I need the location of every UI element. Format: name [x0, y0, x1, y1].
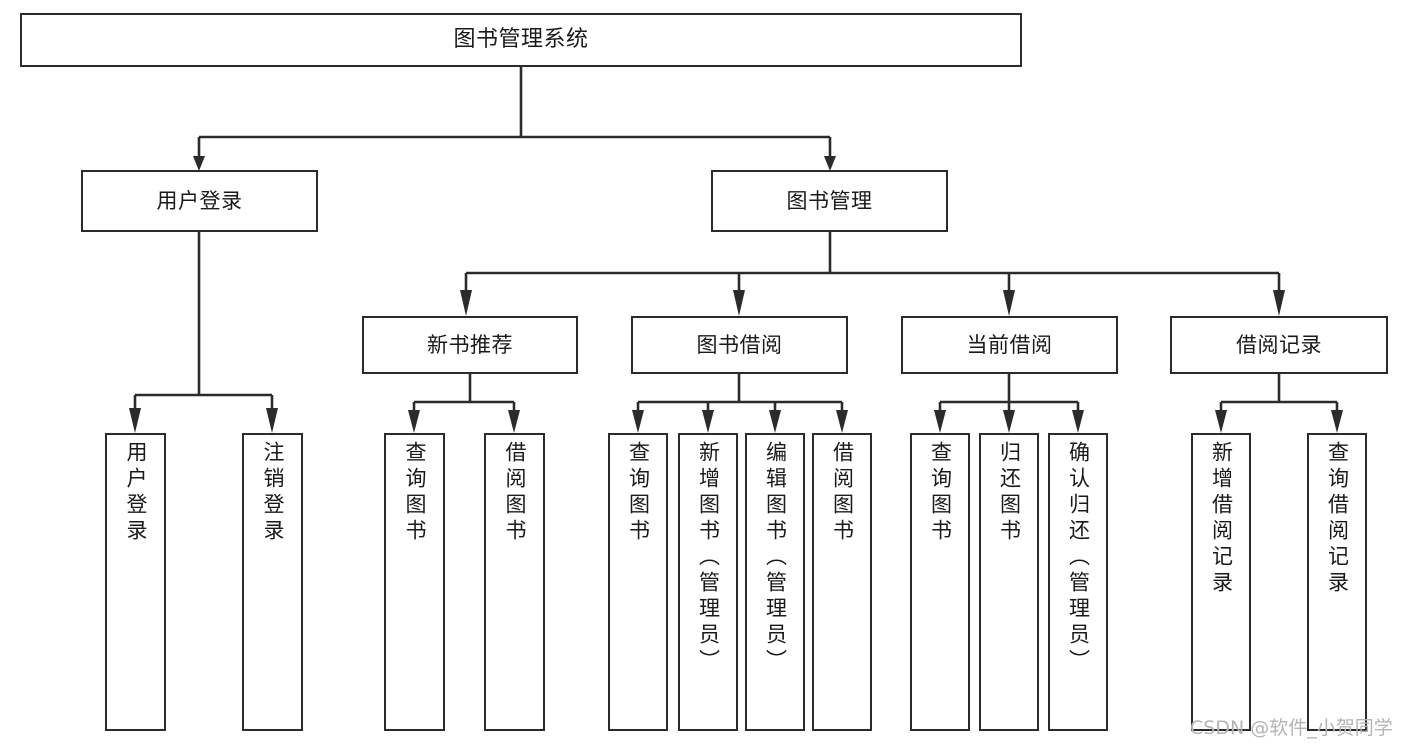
- arrow-bookmgmt-record: [1273, 290, 1285, 316]
- leaf-borrow-record-query-record[interactable]: 查询借阅记录: [1307, 433, 1367, 731]
- arrow-borrow-leaf-1: [632, 410, 644, 433]
- leaf-new-book-query-book[interactable]: 查询图书: [384, 433, 445, 731]
- arrow-root-to-bookmgmt: [824, 156, 836, 171]
- leaf-current-borrow-confirm-return-admin[interactable]: 确认归还（管理员）: [1048, 433, 1108, 731]
- leaf-user-login-logout[interactable]: 注销登录: [242, 433, 303, 731]
- node-label: 借阅记录: [1236, 332, 1322, 357]
- arrow-borrow-leaf-4: [836, 410, 848, 433]
- node-label: 借阅图书: [830, 441, 855, 545]
- node-current-borrow[interactable]: 当前借阅: [901, 316, 1118, 374]
- leaf-user-login-login[interactable]: 用户登录: [105, 433, 166, 731]
- node-label: 查询图书: [403, 441, 427, 545]
- leaf-book-borrow-add-book-admin[interactable]: 新增图书（管理员）: [678, 433, 738, 731]
- arrow-current-leaf-2: [1003, 410, 1015, 433]
- leaf-new-book-borrow-book[interactable]: 借阅图书: [484, 433, 545, 731]
- node-label: 图书管理: [786, 188, 873, 213]
- arrow-root-to-login: [193, 156, 205, 171]
- leaf-current-borrow-return-book[interactable]: 归还图书: [979, 433, 1039, 731]
- node-label: 图书管理系统: [453, 27, 589, 53]
- node-label: 确认归还（管理员）: [1066, 441, 1091, 675]
- arrow-newbook-leaf-1: [408, 410, 420, 433]
- arrow-login-leaf-1: [129, 408, 141, 433]
- arrow-bookmgmt-borrow: [733, 290, 745, 316]
- node-user-login[interactable]: 用户登录: [81, 170, 318, 232]
- node-label: 当前借阅: [966, 332, 1053, 357]
- node-label: 查询图书: [626, 441, 651, 545]
- node-book-management[interactable]: 图书管理: [711, 170, 948, 232]
- arrow-borrow-leaf-2: [702, 410, 714, 433]
- arrow-record-leaf-2: [1331, 410, 1343, 433]
- node-label: 用户登录: [156, 188, 243, 213]
- csdn-watermark: CSDN @软件_小贺同学: [1190, 717, 1393, 739]
- node-label: 借阅图书: [503, 441, 527, 545]
- node-label: 新增图书（管理员）: [696, 441, 721, 675]
- arrow-newbook-leaf-2: [508, 410, 520, 433]
- arrow-current-leaf-1: [934, 410, 946, 433]
- node-label: 注销登录: [261, 441, 285, 545]
- arrow-borrow-leaf-3: [769, 410, 781, 433]
- leaf-book-borrow-borrow-book[interactable]: 借阅图书: [812, 433, 872, 731]
- node-root-book-management-system[interactable]: 图书管理系统: [20, 13, 1022, 67]
- node-label: 查询借阅记录: [1325, 441, 1350, 597]
- arrow-bookmgmt-new-book: [460, 290, 472, 316]
- leaf-book-borrow-edit-book-admin[interactable]: 编辑图书（管理员）: [745, 433, 805, 731]
- node-label: 图书借阅: [696, 332, 783, 357]
- arrow-bookmgmt-current: [1003, 290, 1015, 316]
- node-label: 归还图书: [997, 441, 1022, 545]
- leaf-borrow-record-add-record[interactable]: 新增借阅记录: [1191, 433, 1251, 731]
- arrow-record-leaf-1: [1215, 410, 1227, 433]
- leaf-book-borrow-query-book[interactable]: 查询图书: [608, 433, 668, 731]
- node-book-borrow[interactable]: 图书借阅: [631, 316, 848, 374]
- node-label: 用户登录: [124, 441, 148, 545]
- node-label: 新增借阅记录: [1209, 441, 1234, 597]
- arrow-login-leaf-2: [266, 408, 278, 433]
- leaf-current-borrow-query-book[interactable]: 查询图书: [910, 433, 970, 731]
- node-label: 新书推荐: [427, 332, 513, 357]
- node-borrow-record[interactable]: 借阅记录: [1170, 316, 1388, 374]
- arrow-current-leaf-3: [1072, 410, 1084, 433]
- node-label: 查询图书: [928, 441, 953, 545]
- node-label: 编辑图书（管理员）: [763, 441, 788, 675]
- node-new-book-recommend[interactable]: 新书推荐: [362, 316, 578, 374]
